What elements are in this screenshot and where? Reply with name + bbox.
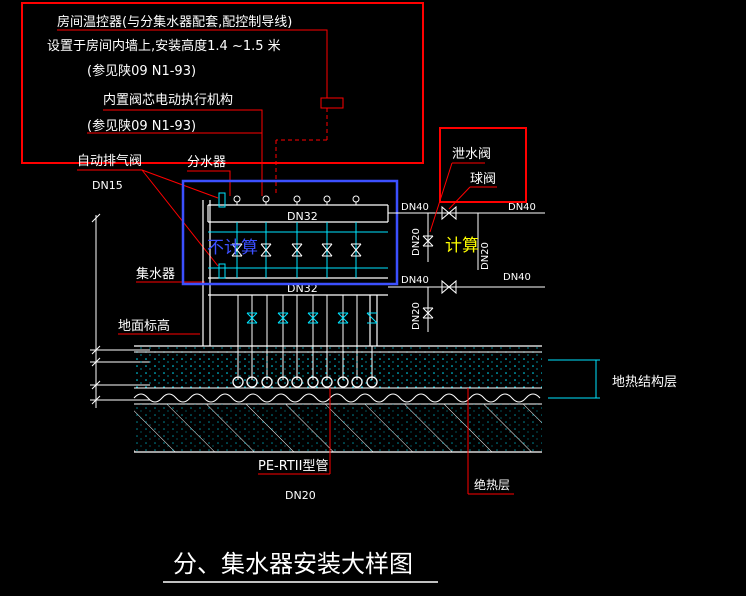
collector-label: 集水器 <box>136 266 175 282</box>
insulation-wave-layer <box>133 393 541 403</box>
counted-label: 计算 <box>445 236 479 256</box>
thermostat-note-box <box>21 2 424 164</box>
insulation-label: 绝热层 <box>474 477 510 492</box>
pipe-size-label: DN20 <box>285 489 316 502</box>
ball-valve-label: 球阀 <box>470 172 496 187</box>
floor-level-label: 地面标高 <box>118 318 170 334</box>
actuator-leader-line <box>103 109 263 196</box>
pipe-type-label: PE-RTII型管 <box>258 459 328 474</box>
branch-valves-manifold <box>231 222 362 278</box>
drain-valve-label: 泄水阀 <box>452 147 491 162</box>
floor-heating-pipes <box>232 376 378 388</box>
dn20-drain-upper: DN20 <box>411 228 422 256</box>
dn20-drain-lower: DN20 <box>411 302 422 330</box>
pipe-embed-layer <box>134 366 542 388</box>
thermostat-leader-line <box>57 29 328 98</box>
dn40-supply-left: DN40 <box>401 202 429 213</box>
ball-valves <box>441 205 457 295</box>
drawing-title: 分、集水器安装大样图 <box>173 550 413 578</box>
thermostat-label-line1: 房间温控器(与分集水器配套,配控制导线) <box>57 14 292 30</box>
actuator-label: 内置阀芯电动执行机构 <box>103 92 233 108</box>
auto-vent-valve-top <box>218 192 226 208</box>
not-counted-label: 不计算 <box>207 238 258 258</box>
dn20-drain-right: DN20 <box>480 242 491 270</box>
supply-header-size: DN32 <box>287 210 318 223</box>
actuator-reference: (参见陕09 N1-93) <box>87 118 196 134</box>
floor-branch-valves <box>246 312 378 324</box>
drain-valves <box>422 213 479 332</box>
valve-note-box <box>439 127 527 203</box>
dn40-return-right: DN40 <box>503 272 531 283</box>
thermostat-reference: (参见陕09 N1-93) <box>87 63 196 79</box>
auto-vent-valve-bottom <box>218 263 226 279</box>
distributor-label: 分水器 <box>187 155 226 170</box>
floor-structure-label: 地热结构层 <box>612 375 677 390</box>
thermostat-label-line2: 设置于房间内墙上,安装高度1.4 ~1.5 米 <box>47 38 281 54</box>
floor-screed-layer <box>134 346 542 366</box>
dn40-supply-right: DN40 <box>508 202 536 213</box>
thermostat-symbol <box>320 97 344 109</box>
auto-vent-size: DN15 <box>92 179 123 192</box>
not-counted-region-box <box>181 179 399 286</box>
dn40-return-left: DN40 <box>401 275 429 286</box>
distributor-taps <box>233 195 360 205</box>
auto-vent-label: 自动排气阀 <box>77 153 142 169</box>
